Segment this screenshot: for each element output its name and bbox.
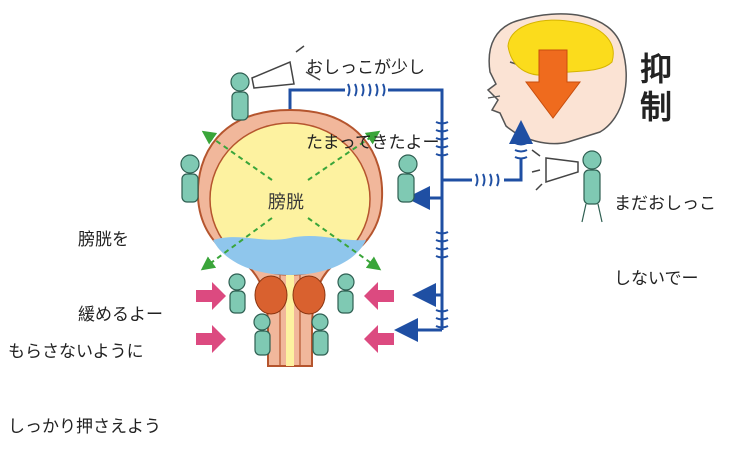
nerve-speech-text: まだおしっこ しないでー	[614, 142, 716, 317]
bladder-label: 膀胱	[268, 188, 304, 214]
inhibit-label: 抑 制	[640, 50, 672, 126]
sphincter-left	[255, 276, 287, 314]
hold-speech-text: もらさないように しっかり押さえよう	[8, 290, 161, 465]
inhibit-char-2: 制	[640, 88, 672, 126]
brain-speech-line-2: たまってきたよー	[306, 131, 439, 156]
sphincter-right	[293, 276, 325, 314]
diagram: おしっこが少し たまってきたよー 抑 制 まだおしっこ しないでー 膀胱を 緩め…	[0, 0, 736, 370]
hold-speech-line-1: もらさないように	[8, 340, 161, 365]
brain-speech-text: おしっこが少し たまってきたよー	[306, 6, 439, 181]
relax-speech-line-1: 膀胱を	[78, 228, 163, 253]
brain-speech-line-1: おしっこが少し	[306, 56, 439, 81]
nerve-speech-line-1: まだおしっこ	[614, 192, 716, 217]
inhibit-char-1: 抑	[640, 50, 672, 88]
nerve-speech-line-2: しないでー	[614, 267, 716, 292]
hold-speech-line-2: しっかり押さえよう	[8, 415, 161, 440]
